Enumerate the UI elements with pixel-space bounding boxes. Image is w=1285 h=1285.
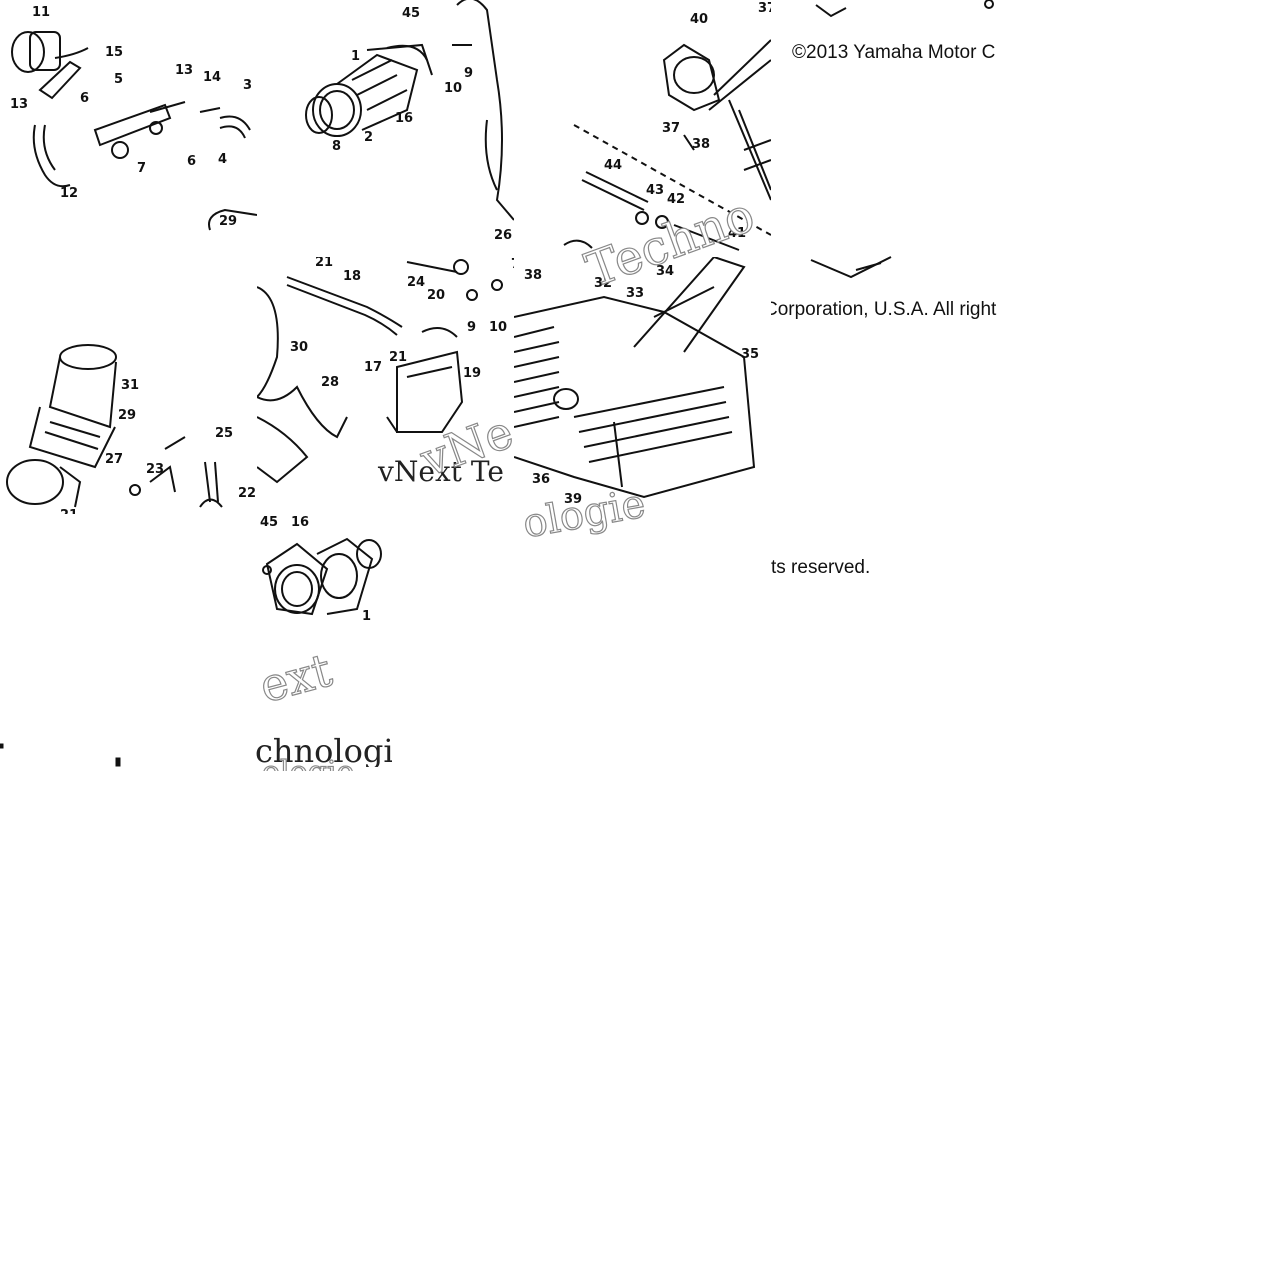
callout-label: 6 <box>187 154 197 169</box>
callout-label: 28 <box>321 375 340 390</box>
callout-label: 17 <box>364 360 383 375</box>
diagram-fragment-top-right <box>771 0 1028 40</box>
callout-label: 15 <box>105 45 124 60</box>
intake-joint-drawing <box>305 0 514 221</box>
callout-label: 7 <box>511 258 514 271</box>
callout-label: 29 <box>219 214 238 229</box>
callout-label: 16 <box>395 111 414 126</box>
diagram-tile-funnel: 29 31 29 27 25 23 22 21 <box>0 257 257 514</box>
callout-label: 18 <box>343 269 362 284</box>
copyright-line-3: ts reserved. <box>771 558 871 577</box>
watermark-text: ologie <box>262 758 394 771</box>
diagram-tile-airbox-top: 40 37 37 38 44 43 42 41 <box>514 0 771 257</box>
fragment-drawing <box>0 743 121 767</box>
callout-label: 35 <box>741 347 760 362</box>
callout-label: 11 <box>32 5 51 20</box>
callout-label: 29 <box>118 408 137 423</box>
callout-label: 23 <box>146 462 165 477</box>
diagram-tile-hoses: 11 15 13 6 5 13 14 3 7 6 4 12 11 <box>0 0 257 257</box>
callout-label: 32 <box>594 276 613 291</box>
diagram-fragment-bottom-left <box>0 740 130 771</box>
callout-label: 36 <box>532 472 551 487</box>
callout-label: 26 <box>494 228 513 243</box>
callout-label: 24 <box>407 275 426 290</box>
callout-label: 34 <box>656 264 675 279</box>
diagram-tile-center: 21 18 24 20 7 9 10 30 17 21 19 28 <box>257 257 514 514</box>
funnel-drawing <box>6 344 223 508</box>
callout-label: 43 <box>646 183 665 198</box>
air-cleaner-drawing <box>514 257 756 499</box>
callout-label: 21 <box>60 509 78 514</box>
callout-label: 33 <box>626 286 645 301</box>
callout-label: 37 <box>758 1 771 16</box>
callout-label: 40 <box>690 12 709 27</box>
callout-label: 27 <box>105 452 124 467</box>
callout-label: 45 <box>260 515 279 530</box>
callout-label: 12 <box>60 186 79 201</box>
callout-label: 21 <box>315 257 334 270</box>
callout-label: 37 <box>662 121 681 136</box>
center-assembly-drawing <box>257 259 503 484</box>
callout-label: 30 <box>290 340 309 355</box>
callout-label: 38 <box>524 268 543 283</box>
callout-label: 22 <box>238 486 257 501</box>
callout-label: 45 <box>402 6 421 21</box>
diagram-fragment-right <box>771 215 901 285</box>
callout-label: 39 <box>564 492 583 507</box>
callout-label: 21 <box>389 350 408 365</box>
callout-label: 19 <box>463 366 482 381</box>
callout-label: 13 <box>10 97 29 112</box>
callout-label: 2 <box>364 130 374 145</box>
copyright-line-2: Corporation, U.S.A. All right <box>764 300 997 319</box>
callout-label: 4 <box>218 152 228 167</box>
callout-label: 1 <box>351 49 361 64</box>
callout-label: 5 <box>114 72 124 87</box>
callout-label: 44 <box>604 158 623 173</box>
diagram-tile-intake-joint: 45 1 9 10 2 8 16 26 <box>257 0 514 257</box>
diagram-tile-air-cleaner: 38 32 33 34 35 36 39 <box>514 257 771 514</box>
callout-label: 8 <box>332 139 342 154</box>
callout-label: 7 <box>137 161 147 176</box>
callout-label: 20 <box>427 288 446 303</box>
callout-label: 42 <box>667 192 686 207</box>
diagram-tile-manifold-joint: 45 16 1 <box>257 514 394 771</box>
callout-label: 9 <box>467 320 477 335</box>
callout-label: 38 <box>692 137 711 152</box>
callout-label: 16 <box>291 515 310 530</box>
callout-label: 13 <box>175 63 194 78</box>
fragment-drawing <box>815 0 994 18</box>
callout-label: 6 <box>80 91 90 106</box>
manifold-joint-drawing <box>262 537 382 616</box>
callout-label: 3 <box>243 78 253 93</box>
hose-assembly-drawing <box>11 31 257 231</box>
watermark-text: chnologi <box>255 735 392 767</box>
fragment-drawing <box>810 256 892 279</box>
callout-label: 10 <box>444 81 463 96</box>
callout-label: 25 <box>215 426 234 441</box>
callout-label: 41 <box>728 226 747 241</box>
callout-label: 31 <box>121 378 140 393</box>
callout-label: 14 <box>203 70 222 85</box>
watermark-text: vNext Te <box>378 455 504 488</box>
airbox-top-drawing <box>563 39 771 251</box>
callout-label: 1 <box>362 609 372 624</box>
callout-label: 10 <box>489 320 508 335</box>
callout-label: 9 <box>464 66 474 81</box>
copyright-line-1: ©2013 Yamaha Motor C <box>792 43 996 62</box>
